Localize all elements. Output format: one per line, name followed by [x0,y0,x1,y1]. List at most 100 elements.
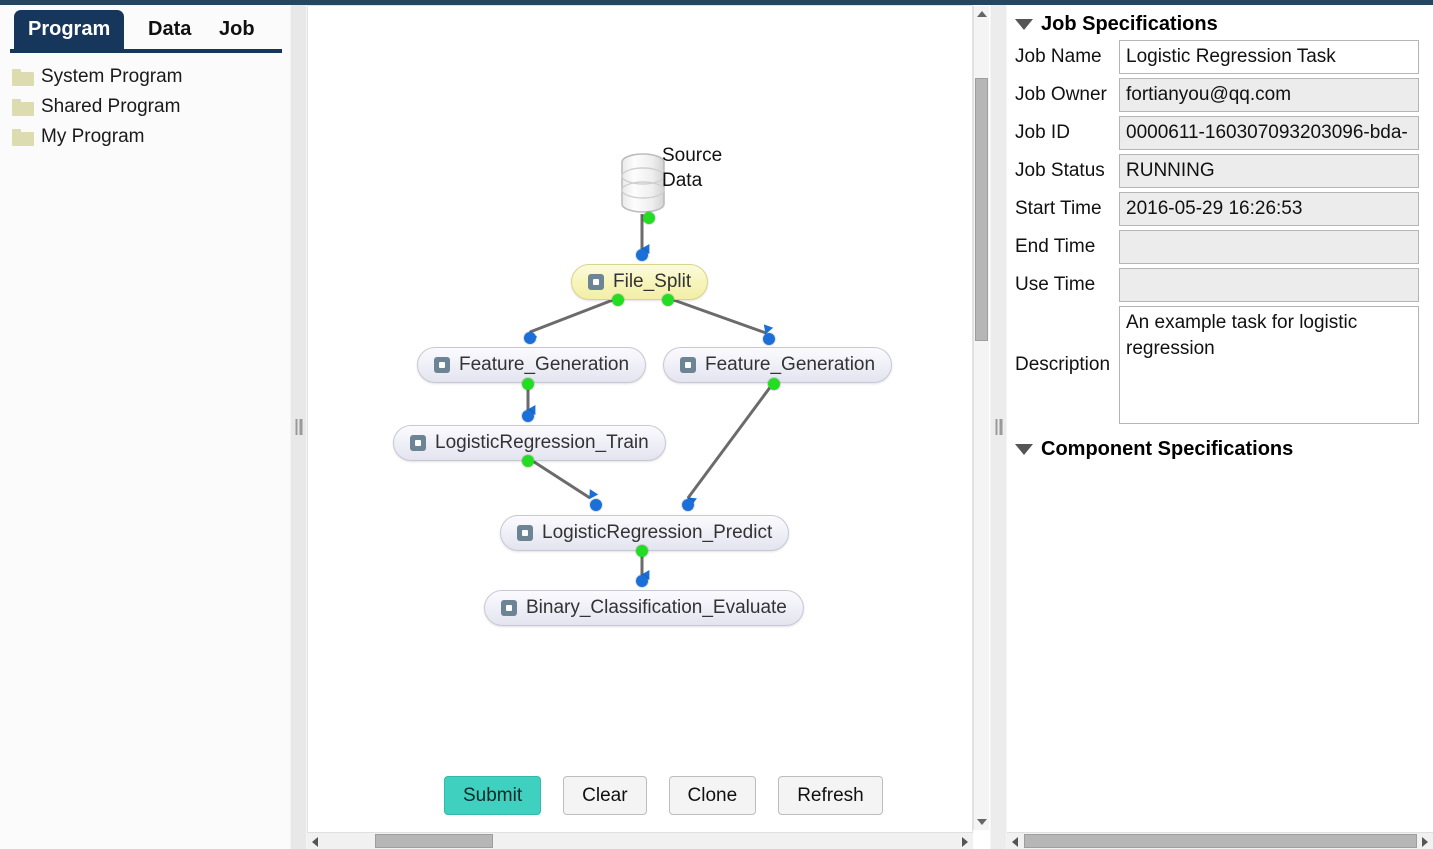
output-port[interactable] [768,378,780,390]
folder-icon [12,128,34,146]
node-logisticregression-train[interactable]: LogisticRegression_Train [393,425,666,461]
tab-program[interactable]: Program [14,10,125,49]
tab-job[interactable]: Job [205,10,269,49]
tab-data[interactable]: Data [134,10,205,49]
tree-item-shared-program[interactable]: Shared Program [0,92,290,122]
output-port[interactable] [522,378,534,390]
node-label: Feature_Generation [459,354,630,375]
component-icon [680,357,696,373]
source-data-label-line1: Source [662,145,723,166]
canvas-vscroll-thumb[interactable] [975,78,988,341]
output-port[interactable] [662,294,674,306]
right-panel-hscroll-thumb[interactable] [1024,834,1417,848]
job-owner-input[interactable] [1119,78,1419,112]
job-owner-label: Job Owner [1015,84,1107,105]
node-binary-classification-evaluate[interactable]: Binary_Classification_Evaluate [484,590,804,626]
tab-underline [10,49,282,53]
scroll-right-arrow-icon[interactable] [1422,837,1428,847]
tab-data-label: Data [148,18,192,40]
source-data-label-line2: Data [662,170,703,191]
description-textarea[interactable]: An example task for logistic regression [1119,306,1419,424]
scroll-right-arrow-icon[interactable] [962,837,968,847]
splitter-grip-icon [295,419,302,435]
action-button-bar: Submit Clear Clone Refresh [444,776,883,815]
start-time-input[interactable] [1119,192,1419,226]
end-time-input[interactable] [1119,230,1419,264]
right-splitter[interactable] [990,5,1007,849]
input-port[interactable] [682,499,694,511]
component-icon [410,435,426,451]
clear-button[interactable]: Clear [563,776,647,815]
job-specifications-header[interactable]: Job Specifications [1015,13,1433,36]
chevron-down-icon[interactable] [1015,19,1033,30]
left-splitter[interactable] [290,5,307,849]
input-port[interactable] [763,333,775,345]
node-logisticregression-predict[interactable]: LogisticRegression_Predict [500,515,790,551]
job-status-input[interactable] [1119,154,1419,188]
source-data-node[interactable]: Source Data [618,145,722,224]
node-label: LogisticRegression_Train [435,432,649,453]
job-specifications-title: Job Specifications [1041,13,1218,35]
output-port[interactable] [612,294,624,306]
folder-icon [12,68,34,86]
submit-button[interactable]: Submit [444,776,542,815]
scroll-down-arrow-icon[interactable] [977,819,987,825]
source-data-label: Source Data [662,143,752,193]
tree-item-label: System Program [41,66,183,87]
database-cylinder-icon [621,153,665,213]
start-time-row: Start Time [1015,192,1433,226]
folder-icon [12,98,34,116]
description-row: Description An example task for logistic… [1015,306,1433,424]
job-id-input[interactable] [1119,116,1419,150]
node-label: File_Split [613,271,692,292]
end-time-row: End Time [1015,230,1433,264]
node-label: Feature_Generation [705,354,876,375]
component-specifications-title: Component Specifications [1041,438,1294,460]
tree-item-system-program[interactable]: System Program [0,62,290,92]
use-time-row: Use Time [1015,268,1433,302]
description-label: Description [1015,354,1111,375]
workflow-graph: Source Data File_Split Feature_Generatio… [308,6,972,830]
component-specifications-header[interactable]: Component Specifications [1015,438,1433,461]
canvas-hscroll-thumb[interactable] [375,834,493,848]
input-port[interactable] [636,249,648,261]
output-port[interactable] [636,545,648,557]
node-feature-generation-right[interactable]: Feature_Generation [663,347,893,383]
workflow-edges [526,214,776,580]
canvas-vertical-scrollbar[interactable] [973,6,989,830]
input-port[interactable] [524,332,536,344]
refresh-button[interactable]: Refresh [778,776,883,815]
canvas-horizontal-scrollbar[interactable] [307,832,973,849]
output-port[interactable] [643,212,655,224]
end-time-label: End Time [1015,236,1096,257]
scroll-left-arrow-icon[interactable] [1012,837,1018,847]
right-panel: Job Specifications Job Name Job Owner Jo… [1007,5,1433,849]
component-icon [434,357,450,373]
node-feature-generation-left[interactable]: Feature_Generation [417,347,647,383]
node-label: Binary_Classification_Evaluate [526,597,787,618]
component-icon [517,525,533,541]
job-name-label: Job Name [1015,46,1102,67]
node-file-split[interactable]: File_Split [571,264,709,300]
scroll-left-arrow-icon[interactable] [312,837,318,847]
clone-button[interactable]: Clone [668,776,757,815]
component-icon [501,600,517,616]
output-port[interactable] [522,455,534,467]
input-port[interactable] [522,410,534,422]
right-panel-horizontal-scrollbar[interactable] [1007,832,1433,849]
scroll-up-arrow-icon[interactable] [977,11,987,17]
job-id-row: Job ID [1015,116,1433,150]
input-port[interactable] [636,575,648,587]
tab-program-label: Program [28,18,111,40]
job-status-row: Job Status [1015,154,1433,188]
use-time-input[interactable] [1119,268,1419,302]
tab-bar: Program Data Job [0,5,290,53]
chevron-down-icon[interactable] [1015,444,1033,455]
workflow-canvas[interactable]: Source Data File_Split Feature_Generatio… [307,5,973,849]
tree-item-my-program[interactable]: My Program [0,122,290,152]
job-name-row: Job Name [1015,40,1433,74]
input-port[interactable] [590,499,602,511]
top-accent-bar [0,0,1433,5]
job-name-input[interactable] [1119,40,1419,74]
start-time-label: Start Time [1015,198,1102,219]
